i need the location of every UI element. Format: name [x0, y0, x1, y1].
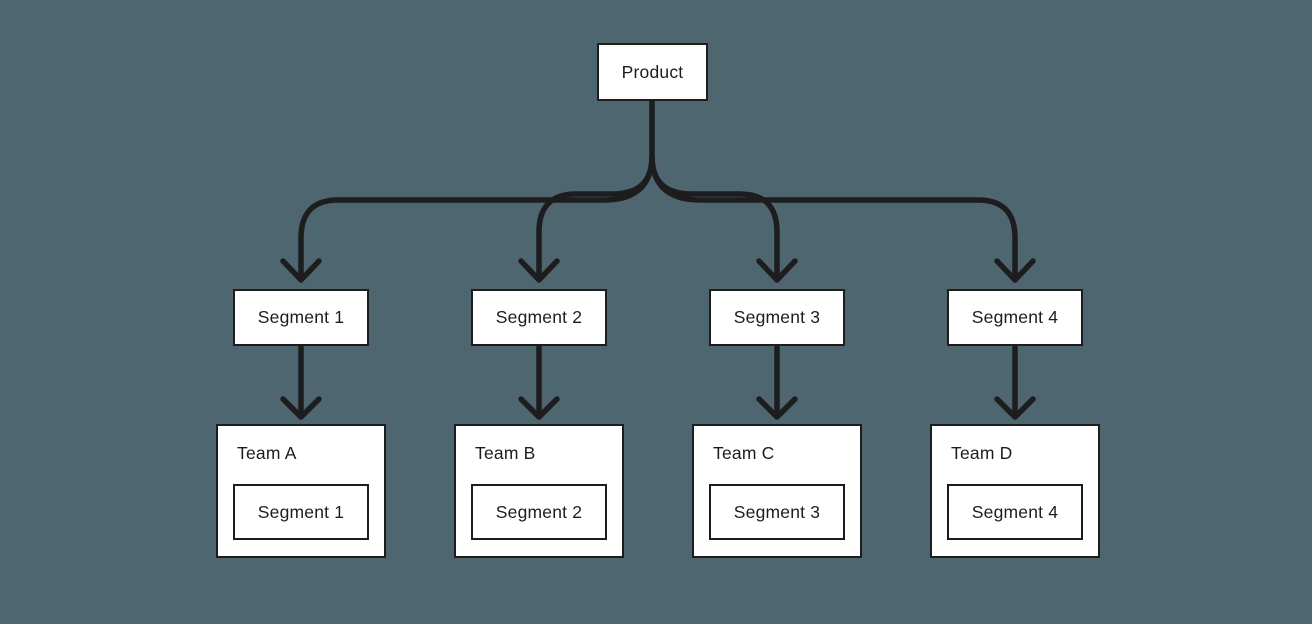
- node-team-c-segment[interactable]: Segment 3: [709, 484, 845, 540]
- node-product-label: Product: [621, 61, 684, 82]
- node-team-a-segment-label: Segment 1: [257, 501, 345, 522]
- arrowhead-team-b-icon: [518, 396, 560, 420]
- node-team-d-label: Team D: [951, 443, 1013, 463]
- node-team-d[interactable]: Team D Segment 4: [930, 424, 1100, 558]
- node-team-b[interactable]: Team B Segment 2: [454, 424, 624, 558]
- arrowhead-team-c-icon: [756, 396, 798, 420]
- node-team-a[interactable]: Team A Segment 1: [216, 424, 386, 558]
- node-team-d-segment-label: Segment 4: [971, 501, 1059, 522]
- node-product[interactable]: Product: [597, 43, 708, 101]
- node-segment-4-label: Segment 4: [971, 307, 1059, 327]
- arrowhead-segment-4-icon: [994, 258, 1036, 283]
- node-team-b-label: Team B: [475, 443, 536, 463]
- node-team-c-label: Team C: [713, 443, 775, 463]
- arrow-product-to-segment-4[interactable]: [649, 154, 1018, 281]
- node-team-a-label: Team A: [237, 443, 297, 463]
- node-segment-2[interactable]: Segment 2: [471, 289, 607, 346]
- arrowhead-team-a-icon: [280, 396, 322, 420]
- node-segment-1[interactable]: Segment 1: [233, 289, 369, 346]
- node-team-d-segment[interactable]: Segment 4: [947, 484, 1083, 540]
- node-team-c[interactable]: Team C Segment 3: [692, 424, 862, 558]
- node-segment-4[interactable]: Segment 4: [947, 289, 1083, 346]
- arrowhead-segment-3-icon: [756, 258, 798, 283]
- node-segment-3-label: Segment 3: [733, 307, 821, 327]
- arrowhead-segment-1-icon: [280, 258, 322, 283]
- node-segment-1-label: Segment 1: [257, 307, 345, 327]
- node-segment-3[interactable]: Segment 3: [709, 289, 845, 346]
- node-team-b-segment-label: Segment 2: [495, 501, 583, 522]
- node-team-b-segment[interactable]: Segment 2: [471, 484, 607, 540]
- node-segment-2-label: Segment 2: [495, 307, 583, 327]
- arrow-product-to-segment-1[interactable]: [298, 154, 655, 281]
- node-team-a-segment[interactable]: Segment 1: [233, 484, 369, 540]
- arrowhead-segment-2-icon: [518, 258, 560, 283]
- node-team-c-segment-label: Segment 3: [733, 501, 821, 522]
- arrowhead-team-d-icon: [994, 396, 1036, 420]
- arrow-product-to-segment-2[interactable]: [536, 154, 655, 281]
